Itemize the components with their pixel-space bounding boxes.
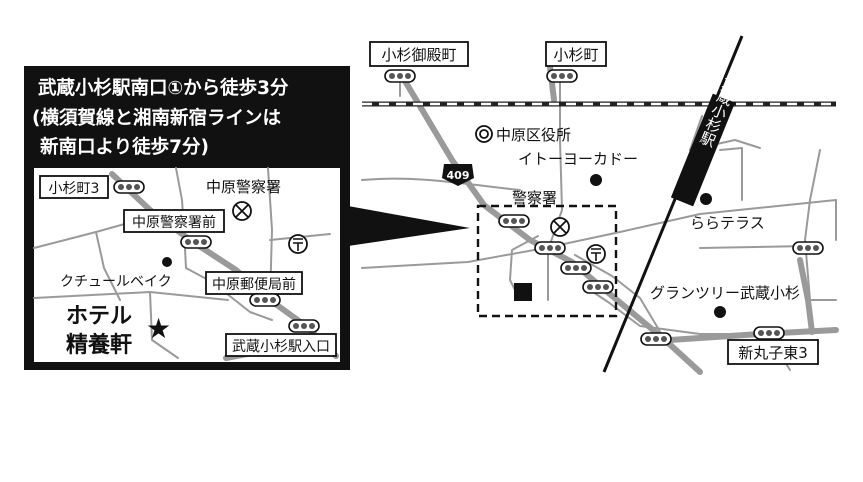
road: [797, 257, 815, 335]
inset-map-area: [34, 168, 340, 362]
traffic-signal-icon: [498, 214, 530, 228]
grand-tree-dot-icon: [714, 306, 726, 318]
inset-stop-kosugi3-label: 小杉町3: [49, 181, 100, 197]
station-name-box: 武蔵小杉駅: [670, 73, 741, 207]
panel-title-line-3: 新南口より徒歩7分): [40, 136, 209, 158]
route-shield-icon: [442, 164, 474, 186]
inset-road: [185, 267, 273, 321]
ito-yokado-label: イトーヨーカドー: [518, 150, 638, 168]
inset-pointer: [348, 206, 470, 246]
inset-panel: 武蔵小杉駅南口①から徒歩3分 (横須賀線と湘南新宿ラインは 新南口より徒歩7分)…: [24, 66, 350, 370]
road: [689, 115, 703, 151]
inset-police-box-cross: [235, 204, 249, 218]
traffic-signal-icon: [753, 326, 785, 340]
road: [574, 254, 666, 341]
ward-office-label: 中原区役所: [496, 126, 571, 144]
railway-line: [602, 35, 744, 373]
road: [719, 147, 743, 201]
stop-shinmaruko-box: [727, 339, 819, 365]
kuchur-beike-label: クチュールベイク: [60, 274, 172, 290]
inset-stop-police-mae-label: 中原警察署前: [132, 214, 216, 231]
inset-post-office-mark: [293, 238, 303, 251]
hotel-square-icon: [514, 283, 532, 301]
lala-terrace-label: ららテラス: [690, 214, 765, 232]
police-label: 警察署: [512, 189, 557, 207]
main-map: 武蔵小杉駅 中原区役所 イトーヨーカドー 警察署 ららテラス グランツリー武蔵小…: [361, 35, 839, 375]
inset-police-label: 中原警察署: [206, 178, 281, 196]
inset-road: [95, 231, 121, 301]
inset-stop-station-entrance-label: 武蔵小杉駅入口: [232, 339, 330, 355]
double-circle-inner: [479, 129, 489, 139]
stop-goten-label: 小杉御殿町: [381, 46, 456, 64]
panel-title-line-2: (横須賀線と湘南新宿ラインは: [32, 107, 281, 129]
stop-kosugi-label: 小杉町: [553, 46, 598, 64]
road: [699, 245, 809, 249]
post-office-mark: [591, 248, 601, 261]
traffic-signal-icon: [640, 332, 672, 346]
traffic-signal-icon: [113, 180, 145, 194]
stop-shinmaruko-label: 新丸子東3: [738, 344, 808, 362]
road: [804, 149, 837, 301]
traffic-signal-icon: [288, 319, 320, 333]
lala-terrace-dot-icon: [700, 193, 712, 205]
stop-goten-box: [369, 41, 469, 67]
traffic-signal-icon: [560, 261, 592, 275]
stop-kosugi-box: [545, 41, 607, 67]
panel-title-line-1: 武蔵小杉駅南口①から徒歩3分: [38, 77, 289, 99]
traffic-signal-icon: [249, 293, 281, 307]
traffic-signal-icon: [180, 235, 212, 249]
inset-road: [149, 291, 179, 359]
hotel-area-frame: [476, 204, 618, 318]
traffic-signal-icon: [546, 69, 578, 83]
kuchur-beike-dot-icon: [162, 257, 172, 267]
inset-stop-police-mae-box: [123, 209, 225, 233]
hotel-star-icon: ★: [146, 312, 171, 345]
inset-stop-station-entrance-box: [225, 333, 337, 357]
route-shield-number: 409: [447, 169, 470, 182]
road: [361, 199, 837, 269]
traffic-signal-icon: [582, 280, 614, 294]
traffic-signal-icon: [792, 241, 824, 255]
road: [361, 177, 521, 191]
hotel-name-line-1: ホテル: [66, 304, 132, 329]
inset-stop-kosugi3-box: [39, 175, 109, 199]
traffic-signal-icon: [384, 69, 416, 83]
traffic-signal-icon: [534, 241, 566, 255]
ito-yokado-dot-icon: [590, 174, 602, 186]
inset-stop-post-mae-label: 中原郵便局前: [212, 276, 296, 293]
police-box-cross: [553, 220, 567, 234]
hotel-name-line-2: 精養軒: [66, 332, 132, 358]
grand-tree-label: グランツリー武蔵小杉: [650, 284, 800, 302]
